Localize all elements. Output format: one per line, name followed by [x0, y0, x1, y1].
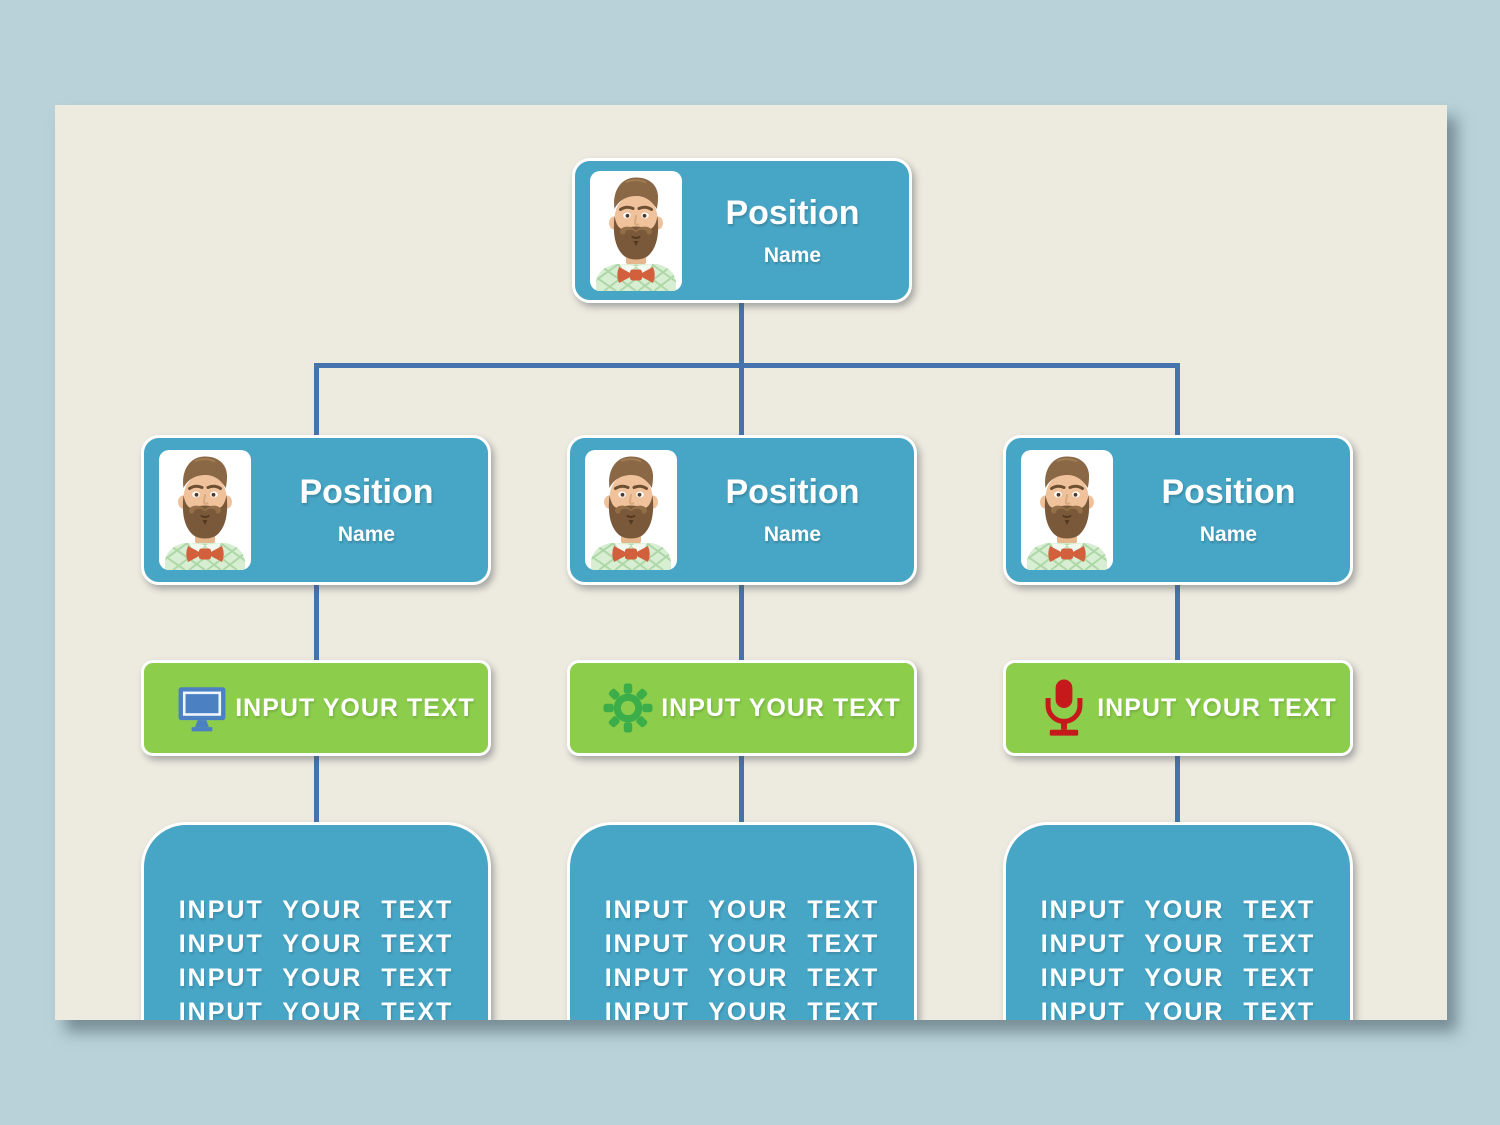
connector-tag-box-left	[314, 754, 319, 824]
microphone-icon	[1034, 677, 1094, 739]
person-avatar-icon	[1021, 450, 1113, 570]
detail-text-line: INPUT YOUR TEXT	[1040, 896, 1316, 924]
org-node-card-middle[interactable]: Position Name	[567, 435, 917, 585]
input-text-label: INPUT YOUR TEXT	[235, 693, 475, 722]
detail-text-line: INPUT YOUR TEXT	[178, 896, 454, 924]
org-chart-canvas: Position Name Position Name	[55, 105, 1447, 1020]
detail-box-left[interactable]: INPUT YOUR TEXT INPUT YOUR TEXT INPUT YO…	[141, 822, 491, 1020]
org-node-card-left[interactable]: Position Name	[141, 435, 491, 585]
person-avatar-icon	[585, 450, 677, 570]
position-title: Position	[1161, 473, 1296, 511]
input-text-bar-left[interactable]: INPUT YOUR TEXT	[141, 660, 491, 756]
name-label: Name	[337, 523, 396, 546]
input-text-label: INPUT YOUR TEXT	[661, 693, 901, 722]
detail-text-line: INPUT YOUR TEXT	[1040, 964, 1316, 992]
avatar-photo	[159, 450, 251, 570]
person-avatar-icon	[590, 171, 682, 291]
connector-card-tag-left	[314, 583, 319, 662]
detail-text-line: INPUT YOUR TEXT	[604, 896, 880, 924]
connector-right-drop	[1175, 363, 1180, 437]
input-text-bar-middle[interactable]: INPUT YOUR TEXT	[567, 660, 917, 756]
detail-box-middle[interactable]: INPUT YOUR TEXT INPUT YOUR TEXT INPUT YO…	[567, 822, 917, 1020]
detail-box-right[interactable]: INPUT YOUR TEXT INPUT YOUR TEXT INPUT YO…	[1003, 822, 1353, 1020]
name-label: Name	[763, 243, 822, 267]
detail-text-line: INPUT YOUR TEXT	[604, 998, 880, 1020]
person-avatar-icon	[159, 450, 251, 570]
position-title: Position	[725, 193, 860, 232]
input-text-label: INPUT YOUR TEXT	[1097, 693, 1337, 722]
gear-icon	[598, 681, 658, 735]
connector-card-tag-right	[1175, 583, 1180, 662]
avatar-photo	[590, 170, 682, 291]
name-label: Name	[763, 523, 822, 546]
detail-text-line: INPUT YOUR TEXT	[178, 964, 454, 992]
connector-tag-box-right	[1175, 754, 1180, 824]
connector-root-vertical	[739, 301, 744, 437]
detail-text-line: INPUT YOUR TEXT	[178, 998, 454, 1020]
avatar-photo	[1021, 450, 1113, 570]
detail-text-line: INPUT YOUR TEXT	[178, 930, 454, 958]
avatar-photo	[585, 450, 677, 570]
connector-tag-box-mid	[739, 754, 744, 824]
detail-text-line: INPUT YOUR TEXT	[604, 964, 880, 992]
input-text-bar-right[interactable]: INPUT YOUR TEXT	[1003, 660, 1353, 756]
monitor-icon	[172, 682, 232, 734]
position-title: Position	[299, 473, 434, 511]
detail-text-line: INPUT YOUR TEXT	[1040, 930, 1316, 958]
connector-card-tag-mid	[739, 583, 744, 662]
position-title: Position	[725, 473, 860, 511]
org-node-card-root[interactable]: Position Name	[572, 158, 912, 303]
detail-text-line: INPUT YOUR TEXT	[604, 930, 880, 958]
detail-text-line: INPUT YOUR TEXT	[1040, 998, 1316, 1020]
name-label: Name	[1199, 523, 1258, 546]
org-node-card-right[interactable]: Position Name	[1003, 435, 1353, 585]
connector-left-drop	[314, 363, 319, 437]
connector-horizontal	[314, 363, 1180, 368]
